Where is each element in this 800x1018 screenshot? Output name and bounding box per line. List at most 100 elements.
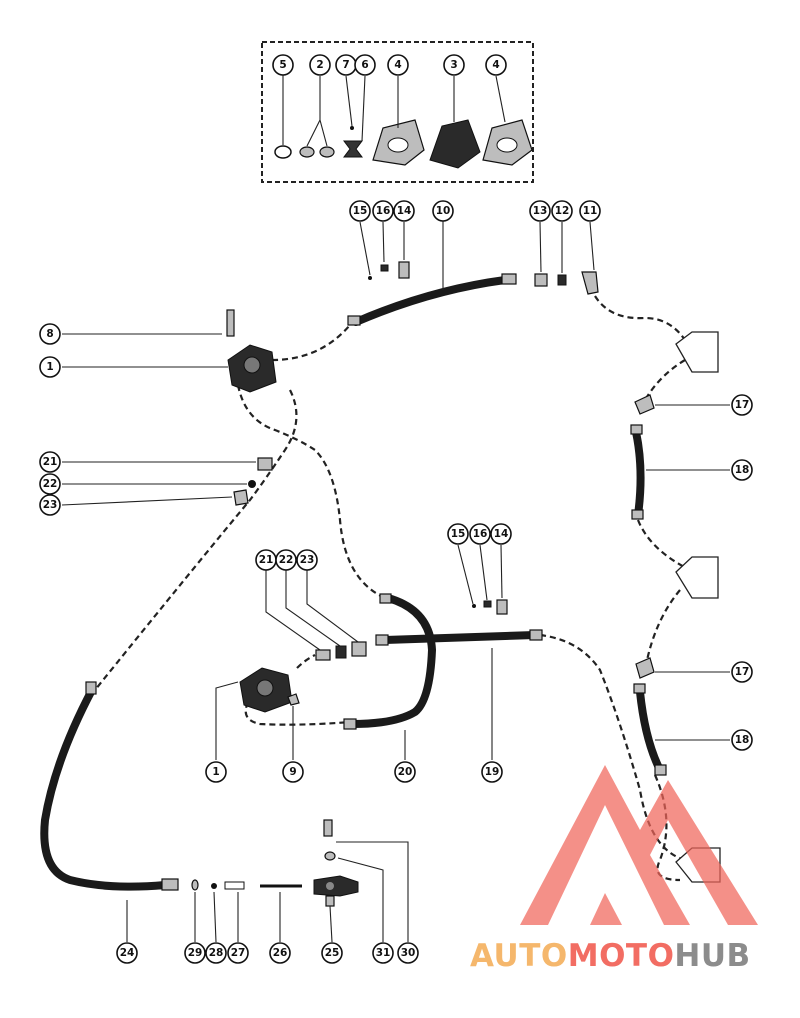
svg-text:5: 5: [279, 59, 286, 71]
svg-text:23: 23: [43, 499, 58, 511]
svg-text:6: 6: [361, 59, 368, 71]
callout-9: 9: [282, 761, 304, 783]
callout-1a: 1: [39, 356, 61, 378]
fitting-25: [313, 819, 409, 943]
svg-text:29: 29: [188, 947, 203, 959]
svg-text:8: 8: [46, 328, 53, 340]
callout-15b: 15: [447, 523, 469, 545]
svg-text:3: 3: [450, 59, 457, 71]
callout-17b: 17: [731, 661, 753, 683]
svg-text:16: 16: [376, 205, 391, 217]
clamp-upper: [359, 221, 410, 280]
callout-16a: 16: [372, 200, 394, 222]
triangle-logo-icon: [520, 765, 758, 925]
connectors-left: [61, 457, 273, 506]
svg-text:18: 18: [735, 464, 750, 476]
part-2-valve-b: [319, 146, 335, 158]
svg-text:15: 15: [353, 205, 368, 217]
callout-26: 26: [269, 942, 291, 964]
svg-text:7: 7: [342, 59, 349, 71]
callout-22a: 22: [39, 473, 61, 495]
svg-text:2: 2: [316, 59, 323, 71]
callout-6: 6: [354, 54, 376, 76]
hose-24: [40, 681, 179, 891]
callout-25: 25: [321, 942, 343, 964]
fittings-upper-right: [534, 221, 599, 295]
callout-23a: 23: [39, 494, 61, 516]
callout-18b: 18: [731, 729, 753, 751]
svg-text:21: 21: [259, 554, 274, 566]
svg-text:9: 9: [289, 766, 296, 778]
callout-8: 8: [39, 323, 61, 345]
watermark-auto: AUTO: [470, 938, 568, 974]
callout-27: 27: [227, 942, 249, 964]
callouts: 5 2 7 6 4 3 4 15 16 14 10 13 12 11 8 1 1…: [39, 54, 753, 964]
svg-text:22: 22: [279, 554, 294, 566]
svg-text:17: 17: [735, 399, 750, 411]
fuel-pump-lower: [215, 667, 300, 760]
svg-text:4: 4: [492, 59, 499, 71]
callout-29: 29: [184, 942, 206, 964]
callout-2: 2: [309, 54, 331, 76]
callout-4b: 4: [485, 54, 507, 76]
hose-10: [347, 273, 517, 326]
svg-text:14: 14: [494, 528, 509, 540]
kit-leaders: [282, 75, 506, 147]
svg-text:14: 14: [397, 205, 412, 217]
callout-17a: 17: [731, 394, 753, 416]
svg-text:30: 30: [401, 947, 416, 959]
fuel-pump-upper: [226, 309, 277, 393]
part-3-diaphragm: [429, 119, 481, 169]
bottom-small-parts: [191, 879, 302, 943]
callout-18a: 18: [731, 459, 753, 481]
callout-14b: 14: [490, 523, 512, 545]
svg-text:15: 15: [451, 528, 466, 540]
filter-blocks: [675, 331, 721, 883]
svg-text:20: 20: [398, 766, 413, 778]
callout-21b: 21: [255, 549, 277, 571]
callout-16b: 16: [469, 523, 491, 545]
svg-text:23: 23: [300, 554, 315, 566]
svg-text:1: 1: [212, 766, 219, 778]
svg-text:26: 26: [273, 947, 288, 959]
callout-21a: 21: [39, 451, 61, 473]
svg-text:18: 18: [735, 734, 750, 746]
callout-22b: 22: [275, 549, 297, 571]
svg-text:4: 4: [394, 59, 401, 71]
part-6-spring: [343, 140, 363, 158]
callout-31: 31: [372, 942, 394, 964]
svg-text:17: 17: [735, 666, 750, 678]
callout-12: 12: [551, 200, 573, 222]
svg-text:16: 16: [473, 528, 488, 540]
watermark-hub: HUB: [674, 938, 750, 974]
callout-30: 30: [397, 942, 419, 964]
hose-20: [343, 593, 437, 730]
callout-23b: 23: [296, 549, 318, 571]
svg-text:24: 24: [120, 947, 135, 959]
svg-text:27: 27: [231, 947, 246, 959]
callout-3: 3: [443, 54, 465, 76]
callout-20: 20: [394, 761, 416, 783]
callout-15a: 15: [349, 200, 371, 222]
svg-text:11: 11: [583, 205, 598, 217]
callout-28: 28: [205, 942, 227, 964]
svg-text:10: 10: [436, 205, 451, 217]
part-7-pin: [350, 126, 354, 130]
right-hose-assembly: [630, 394, 730, 776]
svg-text:12: 12: [555, 205, 570, 217]
part-2-valve-a: [299, 146, 315, 158]
part-5-gasket: [274, 145, 292, 159]
svg-text:1: 1: [46, 361, 53, 373]
callout-13: 13: [529, 200, 551, 222]
svg-text:25: 25: [325, 947, 340, 959]
kit-parts: [274, 119, 533, 169]
callout-4a: 4: [387, 54, 409, 76]
watermark-logo: [520, 765, 758, 925]
svg-text:13: 13: [533, 205, 548, 217]
svg-text:31: 31: [376, 947, 391, 959]
callout-19: 19: [481, 761, 503, 783]
callout-24: 24: [116, 942, 138, 964]
callout-5: 5: [272, 54, 294, 76]
kit-box: [261, 41, 534, 183]
connectors-middle: [265, 570, 367, 661]
